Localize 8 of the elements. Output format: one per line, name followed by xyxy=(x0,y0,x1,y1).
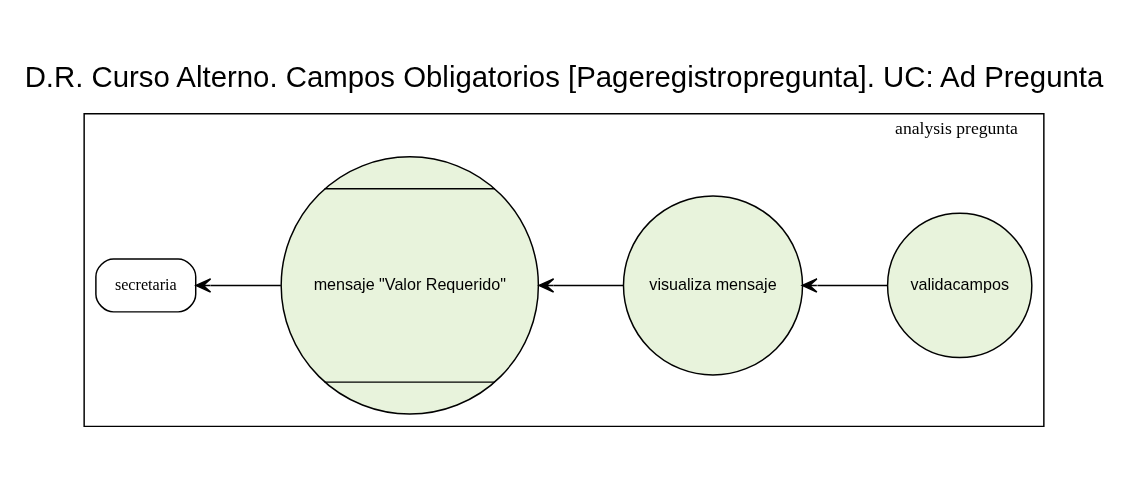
node-circle: validacampos xyxy=(886,212,1033,358)
diagram-title: D.R. Curso Alterno. Campos Obligatorios [Pageregistropregunta]. UC: Ad Pregunta xyxy=(24,59,1104,93)
arrow xyxy=(801,277,888,293)
node-box: secretaria xyxy=(95,257,197,313)
node-circle: visualiza mensaje xyxy=(622,194,804,376)
node-circle: mensaje "Valor Requerido" xyxy=(280,155,540,415)
arrow xyxy=(195,277,282,293)
arrow xyxy=(538,277,625,293)
